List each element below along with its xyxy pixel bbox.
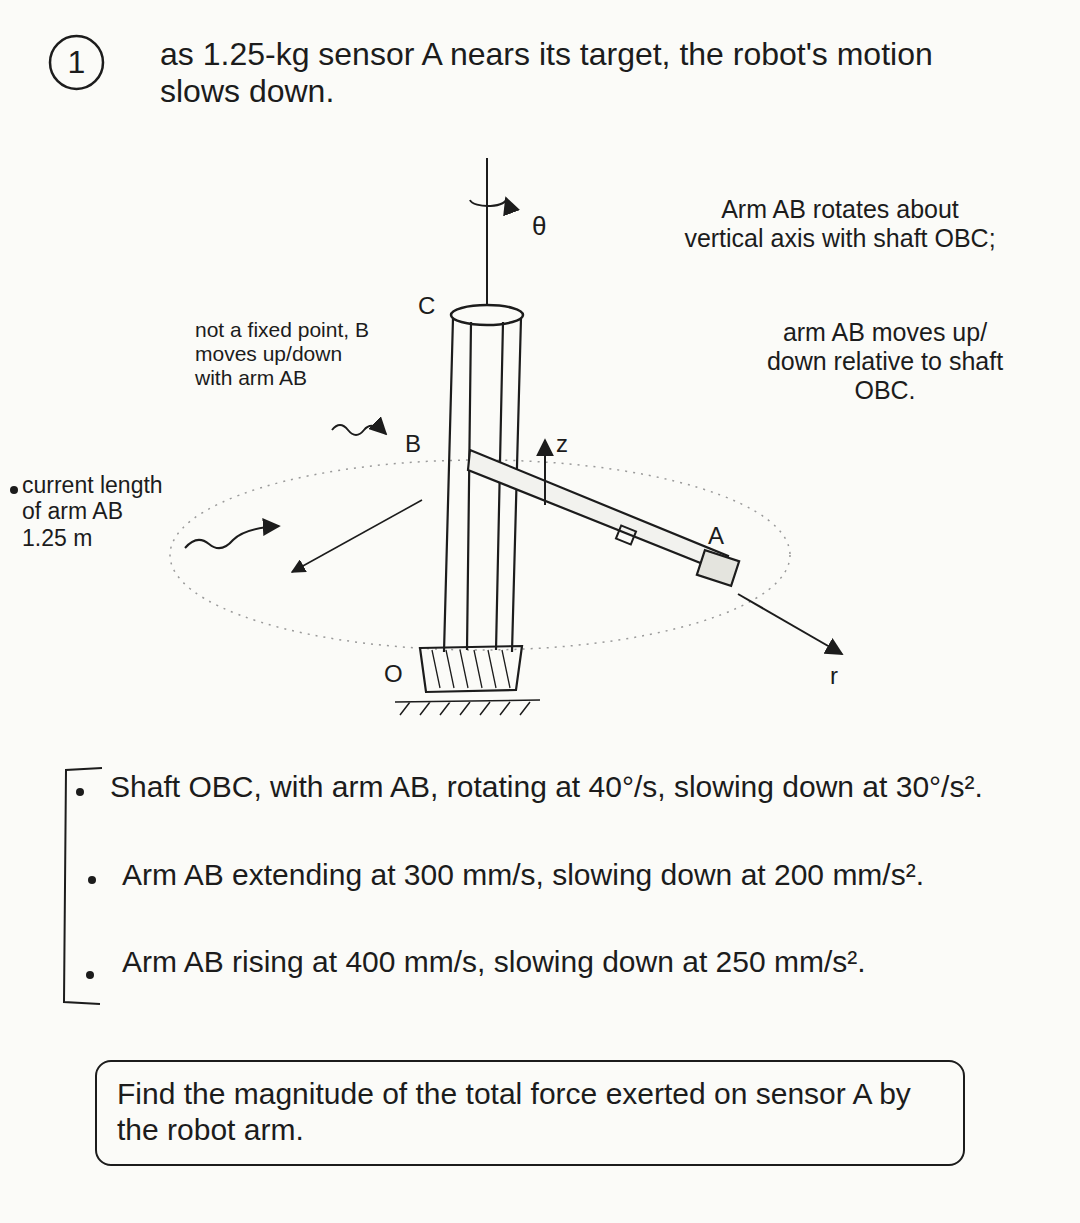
leader-length bbox=[185, 526, 279, 548]
question-box: Find the magnitude of the total force ex… bbox=[95, 1060, 965, 1166]
step-number: 1 bbox=[48, 34, 105, 91]
arm-ab bbox=[468, 450, 728, 572]
problem-statement: as 1.25-kg sensor A nears its target, th… bbox=[160, 36, 960, 110]
step-number-text: 1 bbox=[68, 43, 86, 81]
slider bbox=[616, 526, 636, 545]
axis-label: z bbox=[556, 430, 568, 458]
rotation-arrow bbox=[470, 198, 506, 206]
leader-b bbox=[332, 425, 386, 435]
vertical-axis bbox=[486, 158, 488, 306]
note: Arm AB rotates about vertical axis with … bbox=[680, 195, 1000, 253]
base bbox=[420, 646, 522, 692]
length-arrow bbox=[292, 500, 422, 572]
bullet-dot bbox=[86, 971, 94, 979]
point-label: O bbox=[384, 660, 403, 688]
bracket bbox=[64, 768, 102, 1004]
bullet-dot bbox=[76, 788, 84, 796]
axis-label: r bbox=[830, 662, 838, 690]
angle-symbol: θ bbox=[532, 212, 546, 242]
shaft-top bbox=[451, 305, 523, 325]
given-data: Arm AB extending at 300 mm/s, slowing do… bbox=[122, 858, 1042, 893]
given-data: Arm AB rising at 400 mm/s, slowing down … bbox=[122, 945, 1042, 980]
base-hatch bbox=[432, 650, 510, 688]
question-text: Find the magnitude of the total force ex… bbox=[117, 1076, 943, 1148]
bullet-dot bbox=[88, 876, 96, 884]
given-data: Shaft OBC, with arm AB, rotating at 40°/… bbox=[110, 770, 1040, 805]
z-arrow bbox=[544, 440, 546, 505]
ground bbox=[395, 700, 540, 715]
sensor-a bbox=[697, 550, 739, 586]
r-arrow bbox=[738, 594, 842, 654]
note: not a fixed point, B moves up/down with … bbox=[195, 318, 385, 390]
point-label: A bbox=[708, 522, 724, 550]
point-label: B bbox=[405, 430, 421, 458]
note: arm AB moves up/ down relative to shaft … bbox=[750, 318, 1020, 404]
point-label: C bbox=[418, 292, 435, 320]
dimension-note: current length of arm AB 1.25 m bbox=[22, 472, 172, 551]
bullet-dot bbox=[10, 486, 18, 494]
